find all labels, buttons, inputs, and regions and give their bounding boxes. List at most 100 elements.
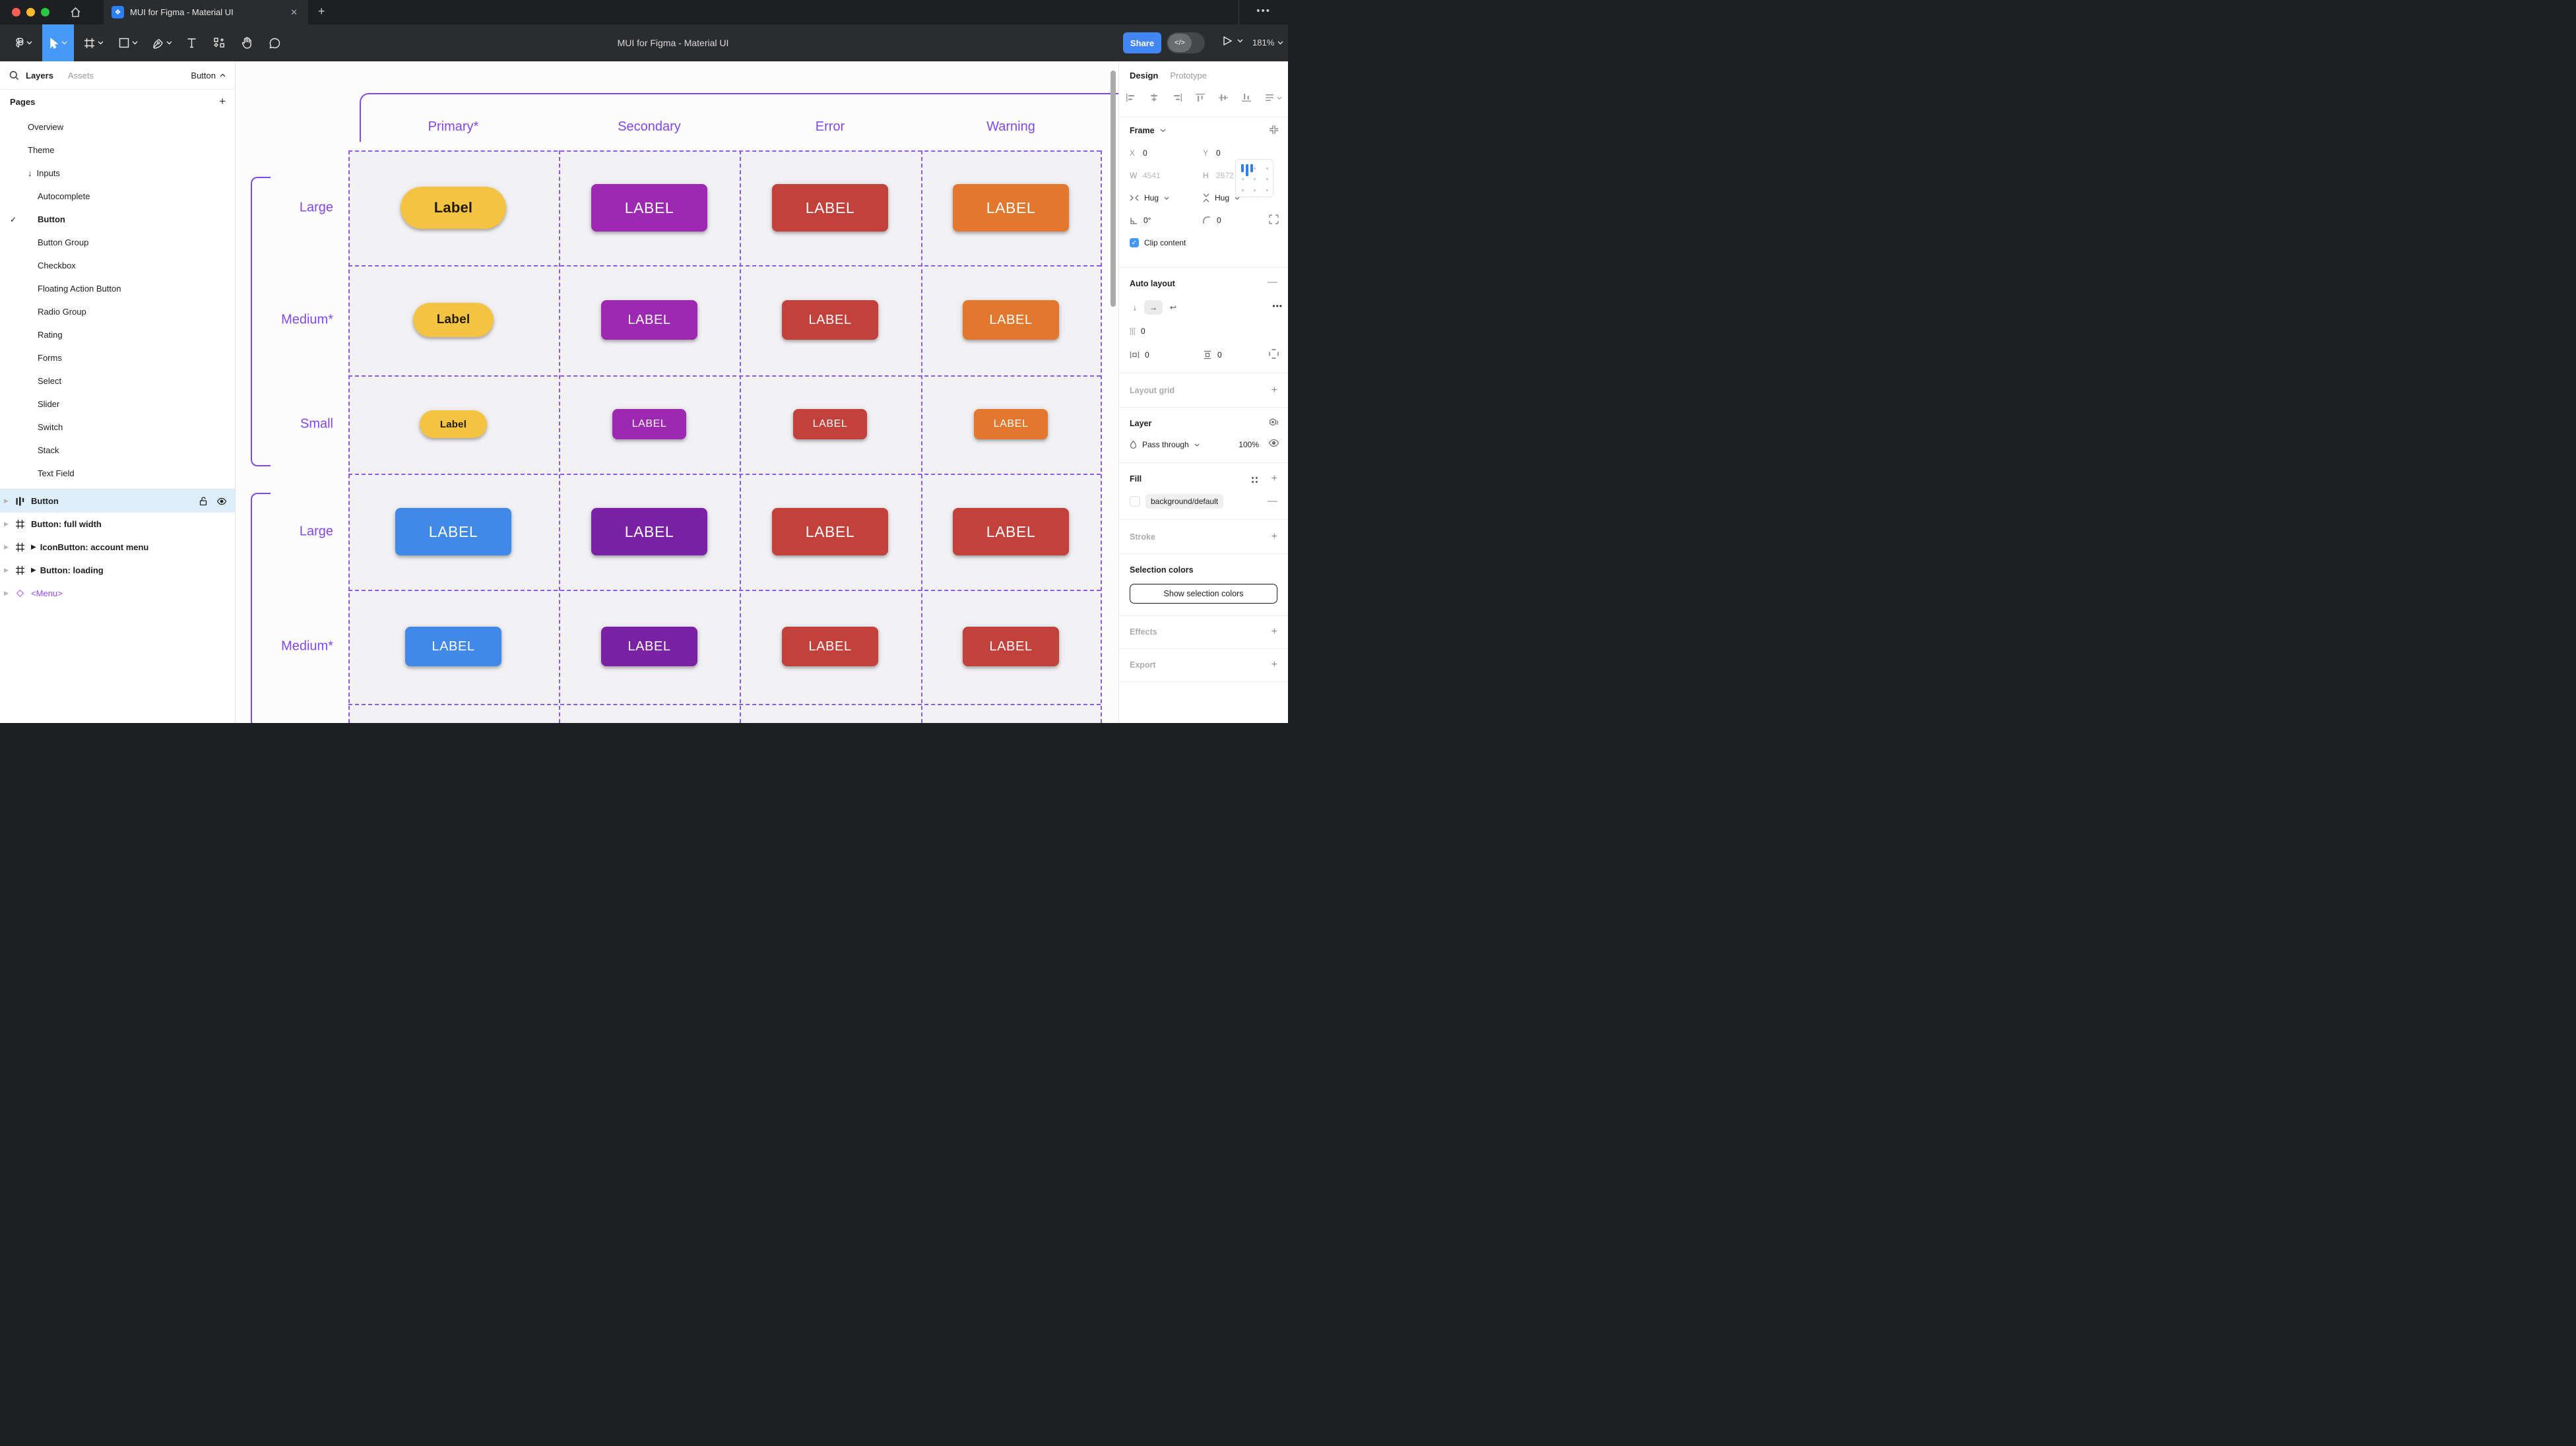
auto-layout-more-button[interactable]: ••• bbox=[1272, 301, 1283, 311]
clip-content-checkbox[interactable]: ✓ Clip content bbox=[1130, 238, 1186, 247]
window-more-icon[interactable]: ••• bbox=[1256, 5, 1271, 16]
canvas-button-orange-lg[interactable]: LABEL bbox=[953, 184, 1069, 232]
show-selection-colors-button[interactable]: Show selection colors bbox=[1130, 584, 1277, 604]
expand-caret-icon[interactable]: ▶ bbox=[4, 497, 9, 504]
shape-tool-button[interactable] bbox=[112, 24, 144, 61]
document-tab[interactable]: ❖ MUI for Figma - Material UI ✕ bbox=[104, 0, 308, 24]
wrap-button[interactable]: ↩ bbox=[1170, 303, 1177, 312]
height-field[interactable]: H 2672 bbox=[1203, 171, 1269, 180]
move-tool-button[interactable] bbox=[42, 24, 74, 61]
canvas-button-red-md[interactable]: LABEL bbox=[782, 627, 878, 666]
individual-padding-icon[interactable] bbox=[1269, 349, 1279, 359]
direction-down-button[interactable]: ↓ bbox=[1133, 303, 1137, 312]
window-close-button[interactable] bbox=[12, 8, 20, 16]
add-effect-button[interactable]: + bbox=[1271, 626, 1277, 637]
layer-row-button-full-width[interactable]: ▶Button: full width bbox=[0, 513, 235, 536]
sidebar-page-checkbox[interactable]: Checkbox bbox=[0, 254, 235, 277]
search-icon[interactable] bbox=[9, 71, 19, 80]
vertical-resizing-dropdown[interactable]: Hug bbox=[1203, 193, 1240, 203]
canvas-button-purple-md[interactable]: LABEL bbox=[601, 300, 697, 340]
sidebar-page-overview[interactable]: Overview bbox=[0, 115, 235, 139]
fill-color-swatch[interactable] bbox=[1130, 496, 1140, 507]
canvas-button-red-md[interactable]: LABEL bbox=[782, 300, 878, 340]
sidebar-page-inputs[interactable]: ↓Inputs bbox=[0, 162, 235, 185]
main-menu-button[interactable] bbox=[8, 24, 38, 61]
text-tool-button[interactable] bbox=[178, 24, 205, 61]
canvas-button-red-lg[interactable]: LABEL bbox=[772, 184, 888, 232]
hand-tool-button[interactable] bbox=[234, 24, 260, 61]
eye-icon[interactable] bbox=[1268, 439, 1279, 447]
pen-tool-button[interactable] bbox=[146, 24, 178, 61]
expand-caret-icon[interactable]: ▶ bbox=[4, 567, 9, 573]
align-right-icon[interactable] bbox=[1172, 93, 1182, 102]
sidebar-page-stack[interactable]: Stack bbox=[0, 439, 235, 462]
width-field[interactable]: W 4541 bbox=[1130, 171, 1196, 180]
add-export-button[interactable]: + bbox=[1271, 659, 1277, 670]
layer-row-iconbutton-account-menu[interactable]: ▶▶IconButton: account menu bbox=[0, 536, 235, 559]
canvas-button-yellow-sm[interactable]: Label bbox=[420, 410, 487, 438]
window-minimize-button[interactable] bbox=[26, 8, 35, 16]
add-layout-grid-button[interactable]: + bbox=[1271, 385, 1277, 396]
canvas-button-red-lg[interactable]: LABEL bbox=[772, 508, 888, 555]
canvas-scrollbar[interactable] bbox=[1111, 71, 1116, 307]
layer-row--menu-[interactable]: ▶<Menu> bbox=[0, 582, 235, 605]
independent-corners-icon[interactable] bbox=[1269, 214, 1279, 224]
sidebar-page-autocomplete[interactable]: Autocomplete bbox=[0, 185, 235, 208]
unlock-icon[interactable] bbox=[199, 496, 207, 506]
collapse-arrow-icon[interactable]: ↓ bbox=[28, 168, 32, 178]
add-stroke-button[interactable]: + bbox=[1271, 531, 1277, 542]
align-top-icon[interactable] bbox=[1195, 93, 1206, 102]
gap-field[interactable]: ]|[ 0 bbox=[1130, 327, 1145, 336]
canvas-button-blue-lg[interactable]: LABEL bbox=[395, 508, 511, 555]
add-page-button[interactable]: + bbox=[219, 95, 226, 108]
page-jump-dropdown[interactable]: Button bbox=[191, 71, 226, 80]
rotation-field[interactable]: 0° bbox=[1130, 216, 1151, 225]
window-zoom-button[interactable] bbox=[41, 8, 49, 16]
vertical-padding-field[interactable]: 0 bbox=[1203, 350, 1222, 360]
resources-tool-button[interactable] bbox=[206, 24, 232, 61]
canvas-button-red-lg[interactable]: LABEL bbox=[953, 508, 1069, 555]
sidebar-page-text-field[interactable]: Text Field bbox=[0, 462, 235, 485]
y-position-field[interactable]: Y 0 bbox=[1203, 148, 1269, 158]
tab-close-icon[interactable]: ✕ bbox=[290, 7, 298, 17]
canvas-button-purple-lg[interactable]: LABEL bbox=[591, 184, 707, 232]
sidebar-page-switch[interactable]: Switch bbox=[0, 416, 235, 439]
sidebar-page-forms[interactable]: Forms bbox=[0, 346, 235, 369]
fill-row[interactable]: background/default bbox=[1130, 494, 1224, 509]
corner-radius-field[interactable]: 0 bbox=[1203, 216, 1221, 225]
canvas-button-orange-md[interactable]: LABEL bbox=[963, 300, 1059, 340]
canvas-button-deep_purple-lg[interactable]: LABEL bbox=[591, 508, 707, 555]
expand-caret-icon[interactable]: ▶ bbox=[4, 590, 9, 596]
eye-icon[interactable] bbox=[216, 497, 227, 505]
canvas-button-red-sm[interactable]: LABEL bbox=[793, 409, 867, 439]
zoom-menu[interactable]: 181% bbox=[1252, 38, 1283, 47]
align-bottom-icon[interactable] bbox=[1241, 93, 1252, 102]
tab-assets[interactable]: Assets bbox=[67, 70, 94, 80]
sidebar-page-slider[interactable]: Slider bbox=[0, 393, 235, 416]
canvas-button-blue-md[interactable]: LABEL bbox=[405, 627, 501, 666]
tab-layers[interactable]: Layers bbox=[26, 70, 53, 80]
canvas-button-red-md[interactable]: LABEL bbox=[963, 627, 1059, 666]
alignment-box[interactable] bbox=[1235, 159, 1273, 197]
home-button[interactable] bbox=[61, 0, 90, 24]
canvas-button-deep_purple-md[interactable]: LABEL bbox=[601, 627, 697, 666]
tab-design[interactable]: Design bbox=[1130, 71, 1159, 80]
layer-row-button-loading[interactable]: ▶▶Button: loading bbox=[0, 559, 235, 582]
styles-icon[interactable] bbox=[1250, 476, 1259, 484]
sidebar-page-button-group[interactable]: Button Group bbox=[0, 231, 235, 254]
fill-token-chip[interactable]: background/default bbox=[1145, 494, 1224, 509]
canvas-button-yellow-lg[interactable]: Label bbox=[401, 187, 506, 229]
sidebar-page-floating-action-button[interactable]: Floating Action Button bbox=[0, 277, 235, 300]
align-v-center-icon[interactable] bbox=[1218, 93, 1229, 102]
horizontal-resizing-dropdown[interactable]: Hug bbox=[1130, 193, 1169, 203]
present-button[interactable] bbox=[1222, 36, 1243, 46]
tab-prototype[interactable]: Prototype bbox=[1170, 71, 1207, 80]
distribute-menu[interactable] bbox=[1264, 93, 1282, 102]
remove-auto-layout-button[interactable]: — bbox=[1268, 276, 1277, 288]
expand-caret-icon[interactable]: ▶ bbox=[4, 544, 9, 550]
blend-mask-icon[interactable] bbox=[1268, 418, 1279, 428]
canvas-button-purple-sm[interactable]: LABEL bbox=[612, 409, 686, 439]
expand-caret-icon[interactable]: ▶ bbox=[4, 520, 9, 527]
canvas-button-yellow-md[interactable]: Label bbox=[413, 303, 494, 337]
sidebar-page-theme[interactable]: Theme bbox=[0, 139, 235, 162]
